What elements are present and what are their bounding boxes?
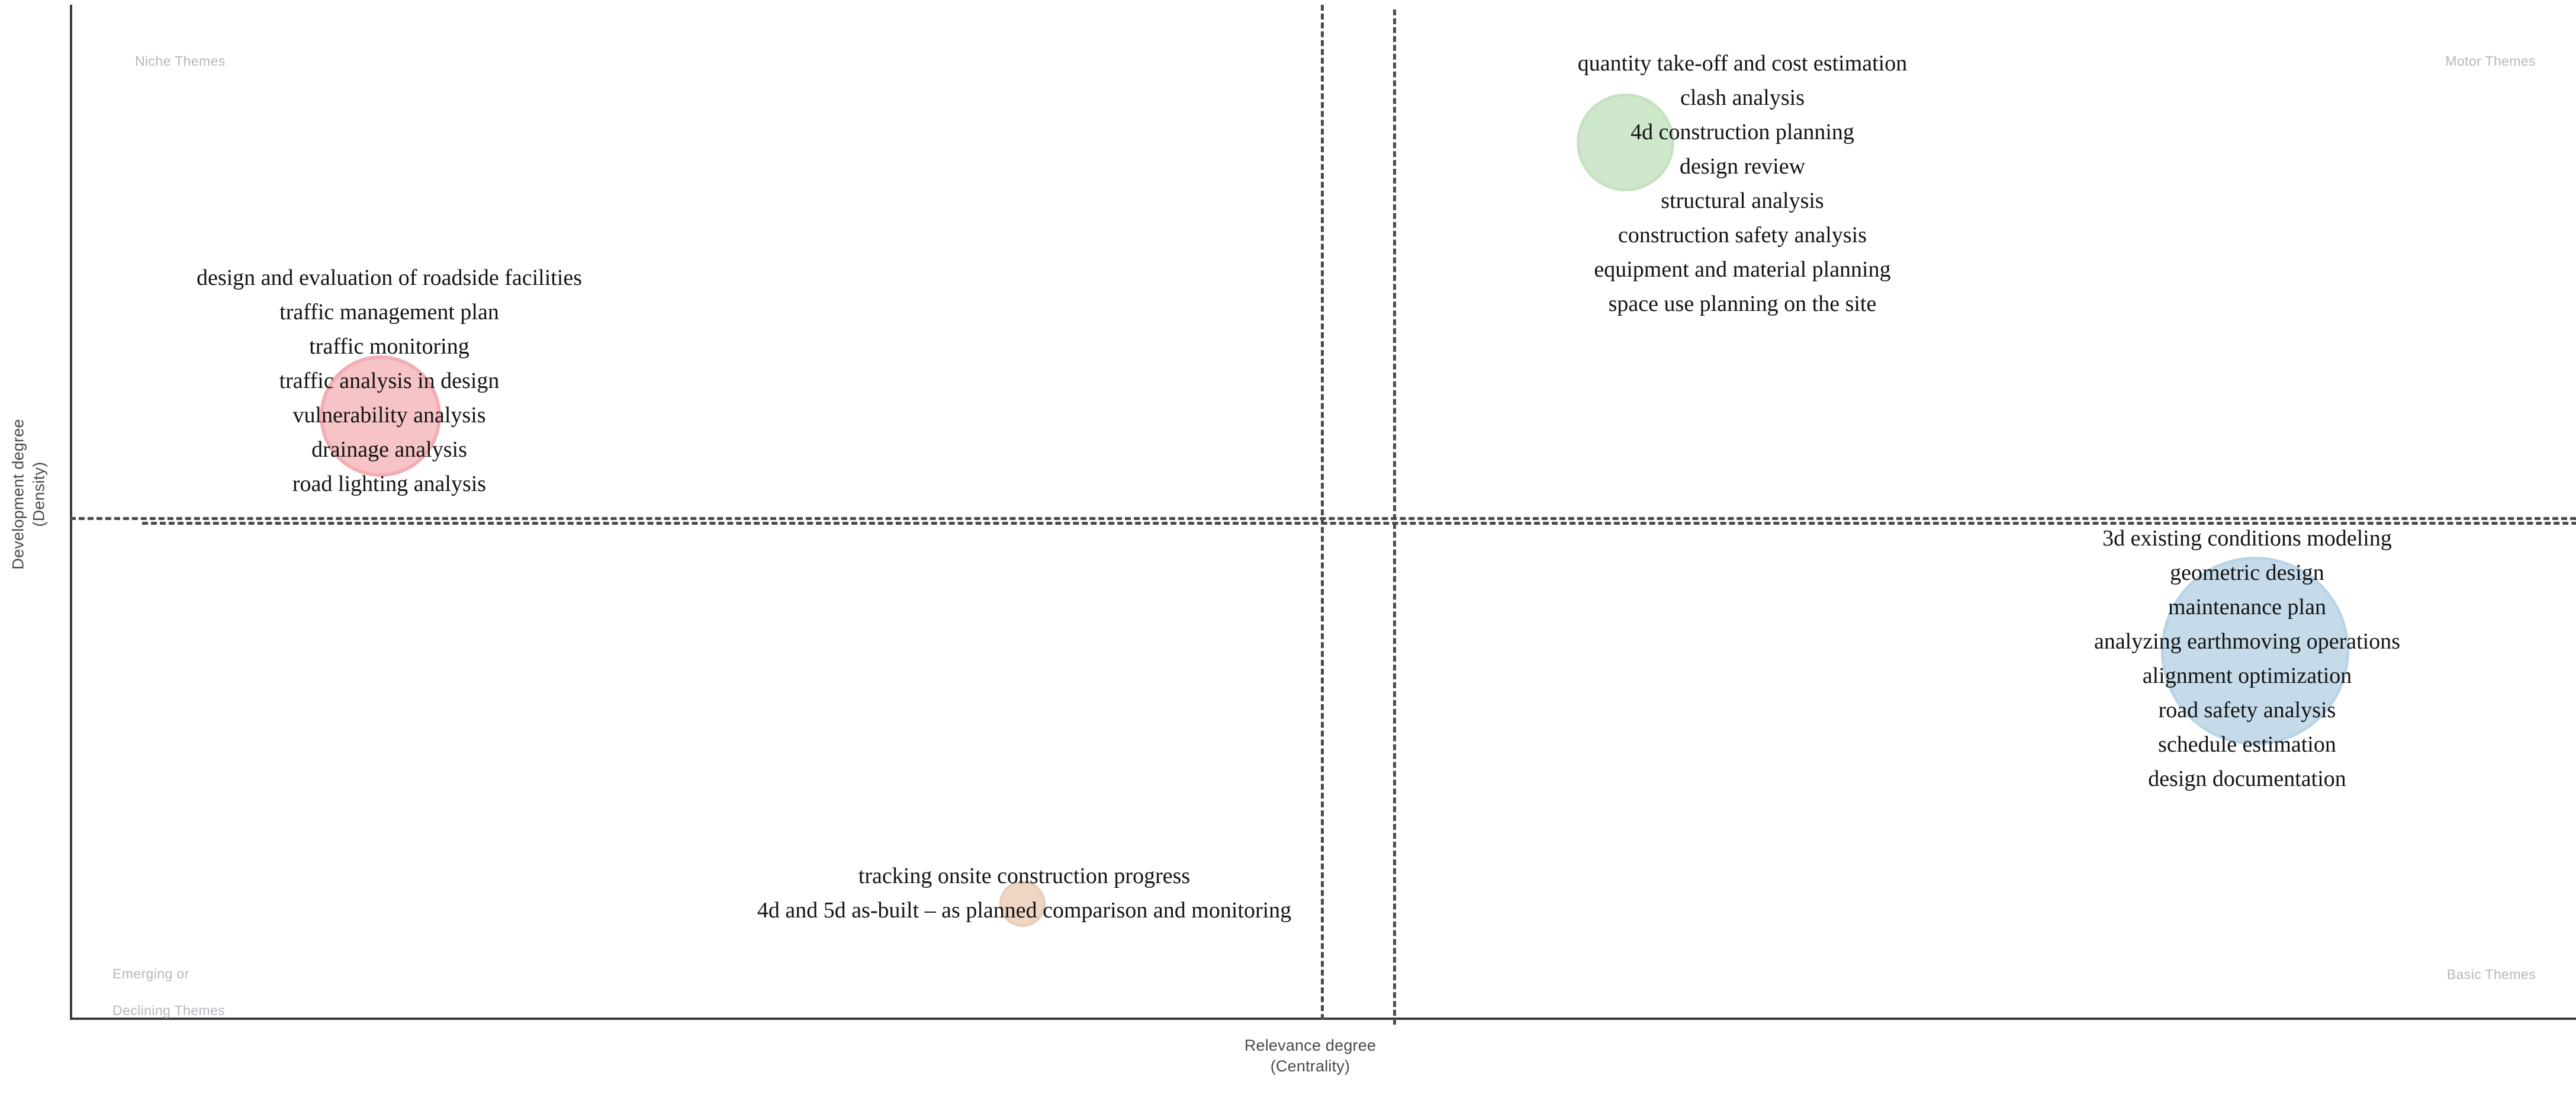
term-label: quantity take-off and cost estimation — [1577, 51, 1908, 76]
term-label: drainage analysis — [311, 437, 467, 462]
term-label: design review — [1679, 154, 1806, 179]
horizontal-divider-line-overlay — [70, 517, 2576, 520]
x-axis-title-line2: (Centrality) — [1270, 1057, 1350, 1075]
term-label: space use planning on the site — [1608, 291, 1877, 316]
term-label: geometric design — [2170, 560, 2324, 585]
term-label: equipment and material planning — [1594, 257, 1891, 282]
horizontal-divider-line — [142, 522, 2576, 525]
term-label: clash analysis — [1680, 85, 1805, 110]
quadrant-label-basic-themes: Basic Themes — [2446, 967, 2536, 982]
quadrant-label-emerging-line1: Emerging or — [112, 966, 189, 982]
term-label: construction safety analysis — [1617, 223, 1867, 248]
term-label: alignment optimization — [2142, 663, 2352, 688]
term-label: analyzing earthmoving operations — [2093, 629, 2401, 654]
quadrant-label-motor-themes: Motor Themes — [2445, 53, 2536, 69]
term-cluster-emerging: tracking onsite construction progress 4d… — [551, 859, 1498, 928]
vertical-divider-line-overlay — [1321, 5, 1324, 1020]
bubble-basic-cluster — [2161, 557, 2349, 745]
term-label: 4d construction planning — [1630, 120, 1854, 145]
bubble-niche-cluster — [320, 355, 441, 477]
term-label: traffic analysis in design — [279, 368, 500, 393]
term-label: structural analysis — [1661, 188, 1824, 213]
term-label: maintenance plan — [2168, 595, 2326, 620]
y-axis-title-line1: Development degree — [9, 419, 27, 570]
term-label: vulnerability analysis — [292, 403, 486, 428]
term-label: tracking onsite construction progress — [858, 864, 1191, 888]
term-label: design documentation — [2148, 766, 2346, 791]
term-label: design and evaluation of roadside facili… — [196, 265, 583, 290]
bubble-emerging-cluster — [999, 881, 1046, 927]
term-label: road lighting analysis — [292, 471, 487, 496]
term-label: schedule estimation — [2158, 732, 2336, 757]
term-label: 3d existing conditions modeling — [2102, 526, 2392, 551]
bubble-motor-cluster — [1577, 94, 1674, 191]
quadrant-label-emerging-line2: Declining Themes — [112, 1003, 226, 1019]
term-cluster-motor: quantity take-off and cost estimation cl… — [1355, 46, 2130, 321]
term-cluster-basic: 3d existing conditions modeling geometri… — [1929, 521, 2565, 796]
term-cluster-niche: design and evaluation of roadside facili… — [104, 261, 675, 501]
x-axis-title-line1: Relevance degree — [1244, 1036, 1377, 1054]
term-label: traffic monitoring — [309, 334, 469, 359]
term-label: traffic management plan — [279, 300, 499, 325]
y-axis-title: Development degree (Density) — [8, 305, 49, 684]
term-label: 4d and 5d as-built – as planned comparis… — [757, 898, 1292, 923]
term-label: road safety analysis — [2158, 698, 2336, 723]
y-axis-title-line2: (Density) — [30, 461, 47, 527]
quadrant-label-niche-themes: Niche Themes — [135, 53, 226, 69]
x-axis-title: Relevance degree (Centrality) — [1144, 1035, 1476, 1076]
quadrant-label-emerging-declining-themes: Emerging or Declining Themes — [112, 946, 225, 1020]
